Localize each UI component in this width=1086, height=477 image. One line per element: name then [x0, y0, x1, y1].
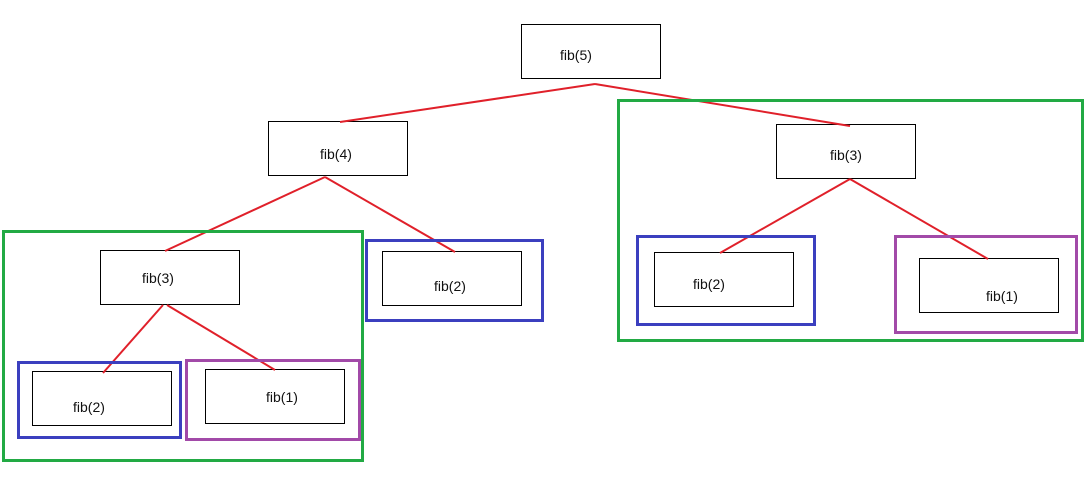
edge-fib5-to-fib4: [339, 83, 596, 123]
node-label: fib(1): [266, 389, 298, 405]
node-label: fib(2): [434, 278, 466, 294]
node-label: fib(3): [830, 147, 862, 163]
node-label: fib(2): [693, 276, 725, 292]
group-box-right-fib2: [636, 235, 816, 326]
node-fib3-right: fib(3): [776, 124, 916, 179]
group-box-left-fib1: [185, 359, 361, 441]
node-fib5: fib(5): [521, 24, 661, 79]
node-label: fib(2): [73, 399, 105, 415]
node-fib1-left: fib(1): [205, 369, 345, 424]
node-label: fib(1): [986, 288, 1018, 304]
edge-fib3-right-to-fib1-right: [849, 178, 989, 260]
group-box-mid-fib2: [365, 239, 544, 322]
node-label: fib(3): [142, 270, 174, 286]
node-fib3-left: fib(3): [100, 250, 240, 305]
group-box-right-fib1: [894, 235, 1078, 334]
edge-fib4-to-fib3-left: [164, 176, 326, 252]
edge-fib3-right-to-fib2-right: [719, 178, 851, 254]
edge-fib5-to-fib3-right: [594, 83, 851, 127]
node-label: fib(4): [320, 146, 352, 162]
group-box-right-fib3: [617, 99, 1084, 342]
node-fib4: fib(4): [268, 121, 408, 176]
node-fib2-right: fib(2): [654, 252, 794, 307]
node-label: fib(5): [560, 47, 592, 63]
group-box-left-fib2: [17, 361, 182, 439]
node-fib2-left: fib(2): [32, 371, 172, 426]
node-fib2-mid: fib(2): [382, 251, 522, 306]
node-fib1-right: fib(1): [919, 258, 1059, 313]
group-box-left-fib3: [2, 230, 364, 462]
